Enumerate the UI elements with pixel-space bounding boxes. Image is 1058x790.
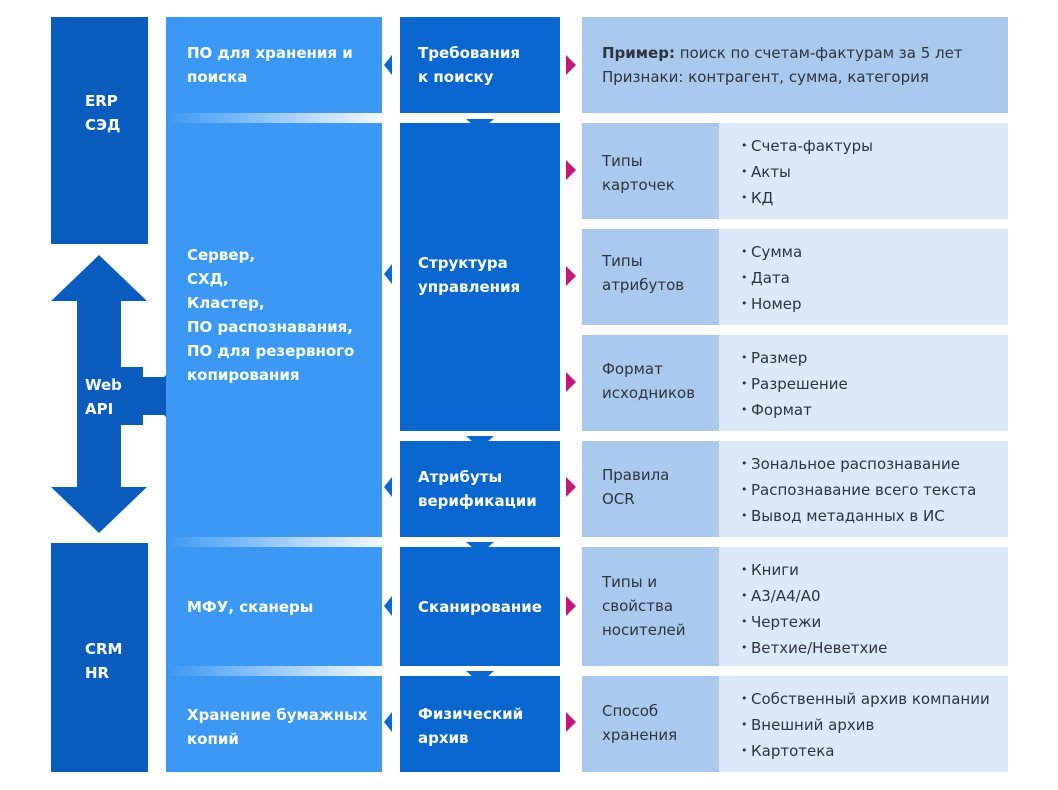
list-item: Книги [741, 558, 887, 584]
left-notch-3 [384, 477, 392, 497]
separator-gradient-2 [166, 537, 382, 547]
row-items-ocr-rules: Зональное распознавание Распознавание вс… [719, 441, 1008, 537]
list-item: Вывод метаданных в ИС [741, 504, 976, 530]
list-item: Разрешение [741, 372, 848, 398]
right-marker-4 [566, 372, 576, 392]
list-item: Дата [741, 266, 802, 292]
paper-storage-label: Хранение бумажных копий [187, 706, 368, 748]
list-item: Счета-фактуры [741, 134, 873, 160]
left-notch-4 [384, 596, 392, 616]
erp-sed-box: ERP СЭД [51, 17, 148, 244]
server-stack-label: Сервер, СХД, Кластер, ПО распознавания, … [187, 246, 355, 384]
row-items-source-format: Размер Разрешение Формат [719, 335, 1008, 431]
list-item: Распознавание всего текста [741, 478, 976, 504]
row-label-source-format: Формат исходников [582, 335, 719, 431]
crm-hr-box: CRM HR [51, 543, 148, 772]
list-item: Собственный архив компании [741, 687, 990, 713]
right-marker-7 [566, 712, 576, 732]
example-box: Пример: поиск по счетам-фактурам за 5 ле… [582, 17, 1008, 113]
example-text: поиск по счетам-фактурам за 5 лет [674, 44, 963, 62]
row-label-ocr-rules: Правила OCR [582, 441, 719, 537]
scanning-box: Сканирование [400, 547, 560, 666]
right-marker-2 [566, 160, 576, 180]
list-item: Акты [741, 160, 873, 186]
list-item: Чертежи [741, 610, 887, 636]
list-item: Размер [741, 346, 848, 372]
row-items-attribute-types: Сумма Дата Номер [719, 229, 1008, 325]
separator-gradient-3 [166, 666, 382, 676]
web-api-double-arrow [51, 255, 166, 533]
left-notch-1 [384, 55, 392, 75]
list-item: Ветхие/Неветхие [741, 636, 887, 662]
search-requirements-box: Требования к поиску [400, 17, 560, 113]
right-marker-5 [566, 477, 576, 497]
row-items-media-properties: Книги А3/А4/А0 Чертежи Ветхие/Неветхие [719, 547, 1008, 666]
row-label-card-types: Типы карточек [582, 123, 719, 219]
mfu-scanners-label: МФУ, сканеры [187, 598, 314, 616]
row-label-storage-method: Способ хранения [582, 676, 719, 772]
web-api-label: Web API [85, 376, 122, 418]
right-marker-3 [566, 266, 576, 286]
left-notch-2 [384, 264, 392, 284]
list-item: Сумма [741, 240, 802, 266]
infrastructure-column [166, 17, 382, 772]
row-items-storage-method: Собственный архив компании Внешний архив… [719, 676, 1008, 772]
list-item: Зональное распознавание [741, 452, 976, 478]
right-marker-6 [566, 596, 576, 616]
row-label-media-properties: Типы и свойства носителей [582, 547, 719, 666]
list-item: Формат [741, 398, 848, 424]
physical-archive-box: Физический архив [400, 676, 560, 772]
list-item: Номер [741, 292, 802, 318]
erp-sed-label: ERP СЭД [85, 92, 121, 134]
crm-hr-label: CRM HR [85, 640, 123, 682]
right-marker-1 [566, 55, 576, 75]
row-items-card-types: Счета-фактуры Акты КД [719, 123, 1008, 219]
separator-gradient-1 [166, 113, 382, 123]
list-item: А3/А4/А0 [741, 584, 887, 610]
verification-attributes-box: Атрибуты верификации [400, 441, 560, 537]
management-structure-box: Структура управления [400, 123, 560, 431]
list-item: Внешний архив [741, 713, 990, 739]
left-notch-5 [384, 712, 392, 732]
example-bold-label: Пример: [602, 44, 675, 62]
example-features: Признаки: контрагент, сумма, категория [602, 68, 929, 86]
list-item: Картотека [741, 739, 990, 765]
row-label-attribute-types: Типы атрибутов [582, 229, 719, 325]
storage-search-software-label: ПО для хранения и поиска [187, 44, 353, 86]
list-item: КД [741, 186, 873, 212]
